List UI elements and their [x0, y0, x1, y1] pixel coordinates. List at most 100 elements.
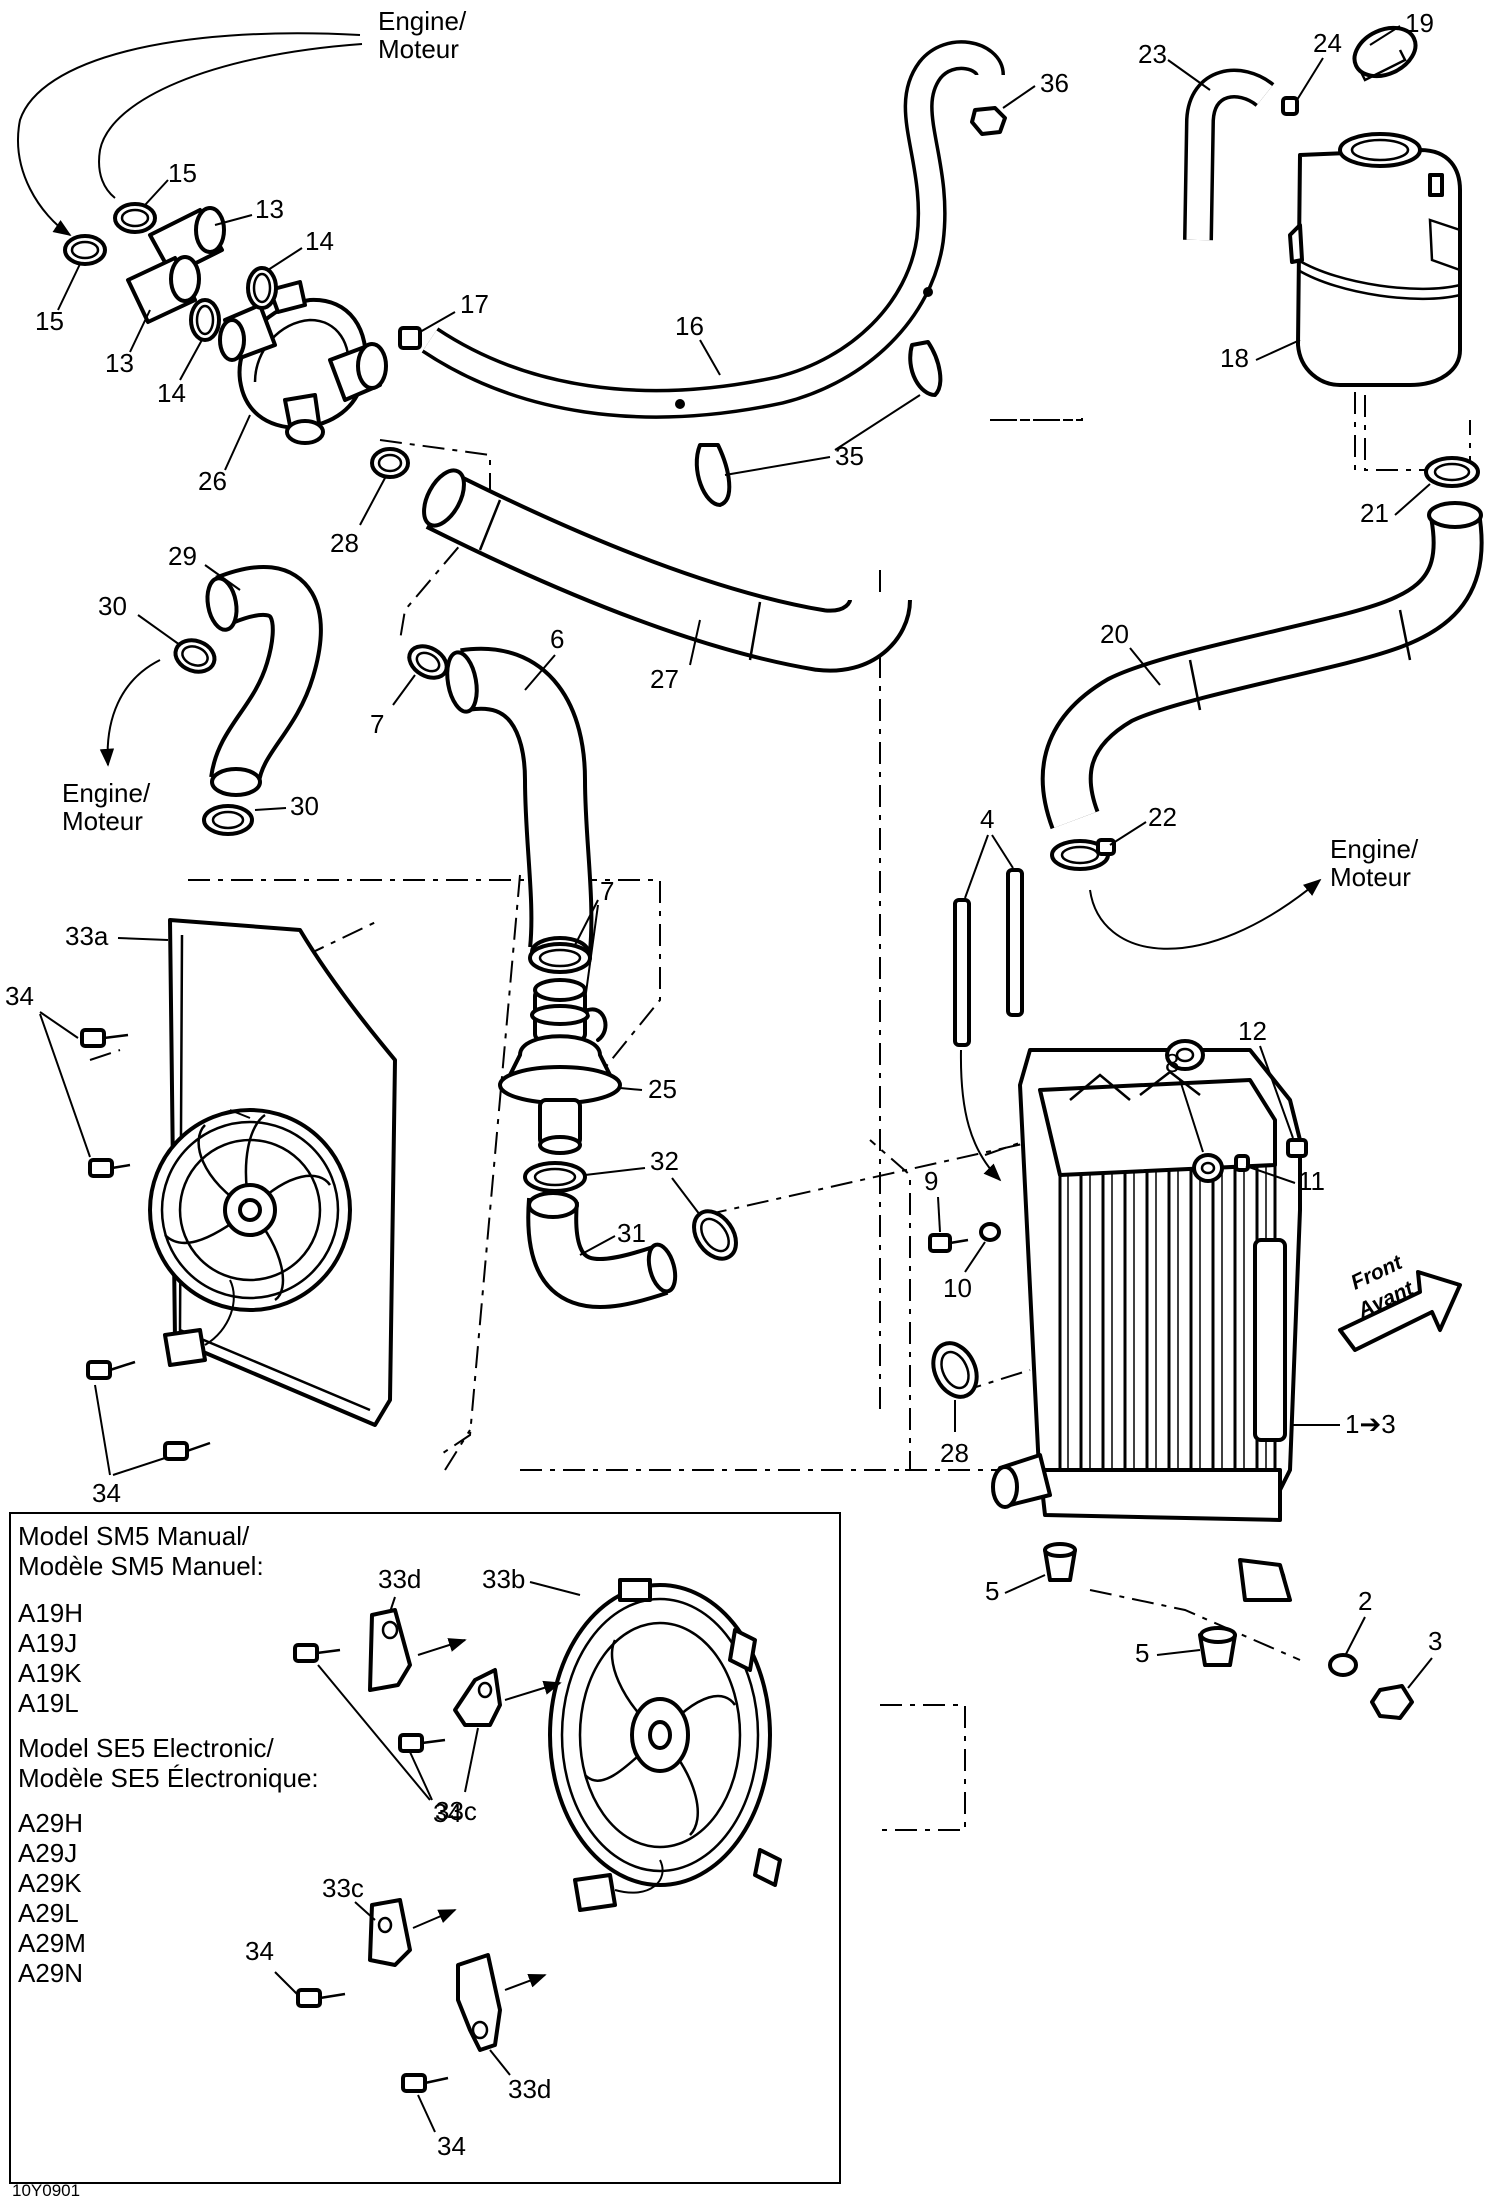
callout-2: 2	[1358, 1586, 1372, 1616]
callout-13-a: 13	[255, 194, 284, 224]
callout-18: 18	[1220, 343, 1249, 373]
callout-30-a: 30	[98, 591, 127, 621]
callout-11: 11	[1298, 1166, 1325, 1196]
engine-arrow-left: Engine/ Moteur	[62, 659, 161, 836]
hose-31	[526, 1191, 678, 1309]
callout-7-b: 7	[600, 876, 614, 906]
seals-4	[953, 868, 1024, 1182]
hardware-radiator	[928, 1138, 1414, 1720]
bolts-34-box	[293, 1643, 449, 2093]
callout-33d-b: 33d	[508, 2074, 551, 2104]
box-arrows	[229, 1109, 562, 1991]
overflow-tank-18	[1288, 132, 1462, 387]
clamp-35	[694, 340, 943, 507]
callout-33c-a: 33c	[435, 1796, 477, 1826]
manual-model: A19K	[18, 1658, 82, 1688]
callout-34-e: 34	[437, 2131, 466, 2161]
callout-27: 27	[650, 664, 679, 694]
callout-10: 10	[943, 1273, 972, 1303]
clamp-28-top	[370, 447, 410, 479]
engine-label-left-1: Engine/	[62, 778, 151, 808]
callout-6: 6	[550, 624, 564, 654]
clamps-30	[173, 638, 254, 836]
manual-model: A19J	[18, 1628, 77, 1658]
callout-14-a: 14	[305, 226, 334, 256]
callout-20: 20	[1100, 619, 1129, 649]
thermostat-housing-26	[218, 280, 388, 445]
fan-33b	[548, 1578, 782, 1912]
brackets-33c-33d	[368, 1608, 502, 2052]
clamp-21	[1424, 456, 1480, 488]
manual-model: A19L	[18, 1688, 79, 1718]
cap-19	[1352, 25, 1418, 82]
engine-arrow-top: Engine/ Moteur	[17, 6, 467, 236]
callout-33b: 33b	[482, 1564, 525, 1594]
electronic-model: A29H	[18, 1808, 83, 1838]
clamps-14	[189, 266, 278, 342]
thermostat-25	[498, 978, 622, 1155]
callout-34-b: 34	[92, 1478, 121, 1508]
callout-33c-b: 33c	[322, 1873, 364, 1903]
callout-5-a: 5	[985, 1576, 999, 1606]
callout-28-bottom: 28	[940, 1438, 969, 1468]
electronic-model: A29L	[18, 1898, 79, 1928]
callout-17: 17	[460, 289, 489, 319]
engine-label-left-2: Moteur	[62, 806, 143, 836]
callout-36: 36	[1040, 68, 1069, 98]
clamps-15	[63, 202, 157, 266]
engine-label-top-2: Moteur	[378, 34, 459, 64]
manual-model: A19H	[18, 1598, 83, 1628]
callout-25: 25	[648, 1074, 677, 1104]
hose-16	[421, 40, 1005, 419]
hose-27	[422, 468, 912, 673]
callout-26: 26	[198, 466, 227, 496]
callout-33d-a: 33d	[378, 1564, 421, 1594]
fan-shroud-33a	[148, 918, 397, 1427]
manual-title-2: Modèle SM5 Manuel:	[18, 1551, 264, 1581]
clamp-28-bottom	[931, 1341, 979, 1399]
engine-label-right-1: Engine/	[1330, 834, 1419, 864]
callout-3: 3	[1428, 1626, 1442, 1656]
fittings-13	[126, 206, 226, 324]
callout-28-top: 28	[330, 528, 359, 558]
callout-9: 9	[924, 1166, 938, 1196]
callout-8: 8	[1165, 1048, 1179, 1078]
callout-4: 4	[980, 804, 994, 834]
callout-33a: 33a	[65, 921, 109, 951]
front-arrow: Front Avant	[1338, 1251, 1462, 1352]
figure-code: 10Y0901	[12, 2181, 80, 2200]
electronic-model: A29K	[18, 1868, 82, 1898]
manual-title-1: Model SM5 Manual/	[18, 1521, 250, 1551]
callout-35: 35	[835, 441, 864, 471]
engine-label-right-2: Moteur	[1330, 862, 1411, 892]
clip-24	[1281, 96, 1299, 116]
engine-arrow-right: Engine/ Moteur	[1089, 834, 1419, 950]
callout-31: 31	[617, 1218, 646, 1248]
callout-34-c: 34	[433, 1798, 462, 1828]
mounts-5	[1043, 1542, 1237, 1667]
callout-22: 22	[1148, 802, 1177, 832]
engine-label-top-1: Engine/	[378, 6, 467, 36]
callout-labels: 19 24 23 36 18 21 20 22 4 12 8 11 9 10 1…	[5, 8, 1442, 2200]
callout-19: 19	[1405, 8, 1434, 38]
electronic-model: A29M	[18, 1928, 86, 1958]
electronic-model: A29N	[18, 1958, 83, 1988]
electronic-title-1: Model SE5 Electronic/	[18, 1733, 275, 1763]
electronic-title-2: Modèle SE5 Électronique:	[18, 1763, 319, 1793]
nut-36	[970, 106, 1007, 136]
callout-21: 21	[1360, 498, 1389, 528]
hose-20	[1040, 501, 1484, 830]
callout-13-b: 13	[105, 348, 134, 378]
hose-23	[1183, 68, 1275, 241]
electronic-model: A29J	[18, 1838, 77, 1868]
hose-29	[205, 565, 323, 797]
callout-32: 32	[650, 1146, 679, 1176]
callout-12: 12	[1238, 1016, 1267, 1046]
callout-14-b: 14	[157, 378, 186, 408]
clamp-22	[1050, 838, 1116, 871]
callout-30-b: 30	[290, 791, 319, 821]
callout-5-b: 5	[1135, 1638, 1149, 1668]
callout-7-a: 7	[370, 709, 384, 739]
callout-15-a: 15	[168, 158, 197, 188]
